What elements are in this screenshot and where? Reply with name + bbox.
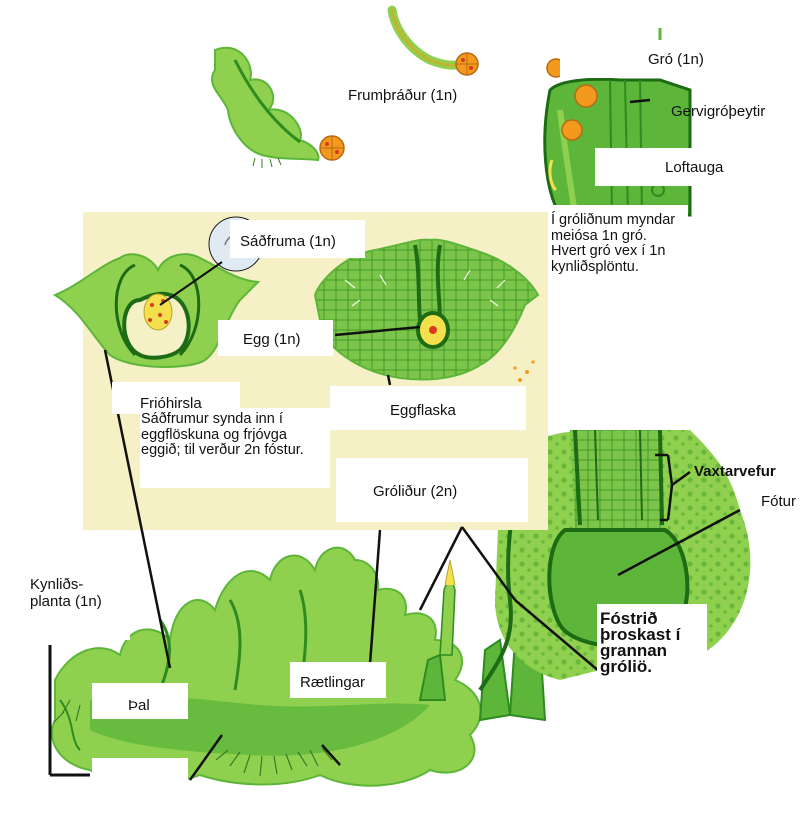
label-foot: Fótur: [761, 493, 797, 510]
protonema-filament: [387, 5, 479, 76]
label-stoma: Loftauga: [665, 159, 724, 176]
label-fertilization-note: Sáðfrumur synda inn í eggflöskuna og frj…: [141, 411, 304, 458]
label-box-thallus: [92, 683, 188, 719]
label-box-egg: [218, 320, 333, 356]
label-thallus: Þal: [128, 697, 150, 714]
label-archegonium: Eggflaska: [390, 402, 456, 419]
spore-dots: [513, 360, 535, 382]
label-box-sporophyte: [336, 458, 528, 522]
label-peristome: Gervigróþeytir: [671, 103, 766, 120]
gametophyte-scale-bar: [48, 645, 90, 777]
label-box-bottom: [92, 758, 188, 788]
label-sporophyte: Gróliður (2n): [373, 483, 458, 500]
label-box-rhizoids: [290, 662, 386, 698]
label-box-archegonium: [330, 386, 526, 430]
label-sperm: Sáðfruma (1n): [240, 233, 336, 250]
archegonium-illustration: [313, 238, 540, 381]
protonema-illustration: [210, 46, 345, 168]
label-spore: Gró (1n): [648, 51, 704, 68]
label-meiosis-note: Í gróliðnum myndar meiósa 1n gró. Hvert …: [551, 212, 676, 275]
label-box-fertilization: [140, 408, 330, 488]
label-egg: Egg (1n): [243, 331, 301, 348]
label-box-stoma: [595, 148, 765, 186]
label-meristem: Vaxtarvefur: [694, 463, 776, 480]
label-box-gametophyte: [0, 535, 130, 640]
label-gametophyte: Kynliðs- planta (1n): [30, 576, 102, 610]
leader-lines: [103, 98, 741, 781]
label-box-embryo: [597, 604, 707, 684]
label-protonema: Frumþráður (1n): [348, 87, 458, 104]
label-rhizoids: Rætlingar: [300, 674, 366, 691]
label-box-spore: [560, 40, 720, 78]
label-box-sperm: [230, 220, 365, 258]
label-box-meiosis: [548, 205, 688, 305]
label-embryo-note: Fóstrið þroskast í grannan gróliö.: [600, 609, 681, 676]
label-antheridium: Frióhirsla: [140, 395, 202, 412]
